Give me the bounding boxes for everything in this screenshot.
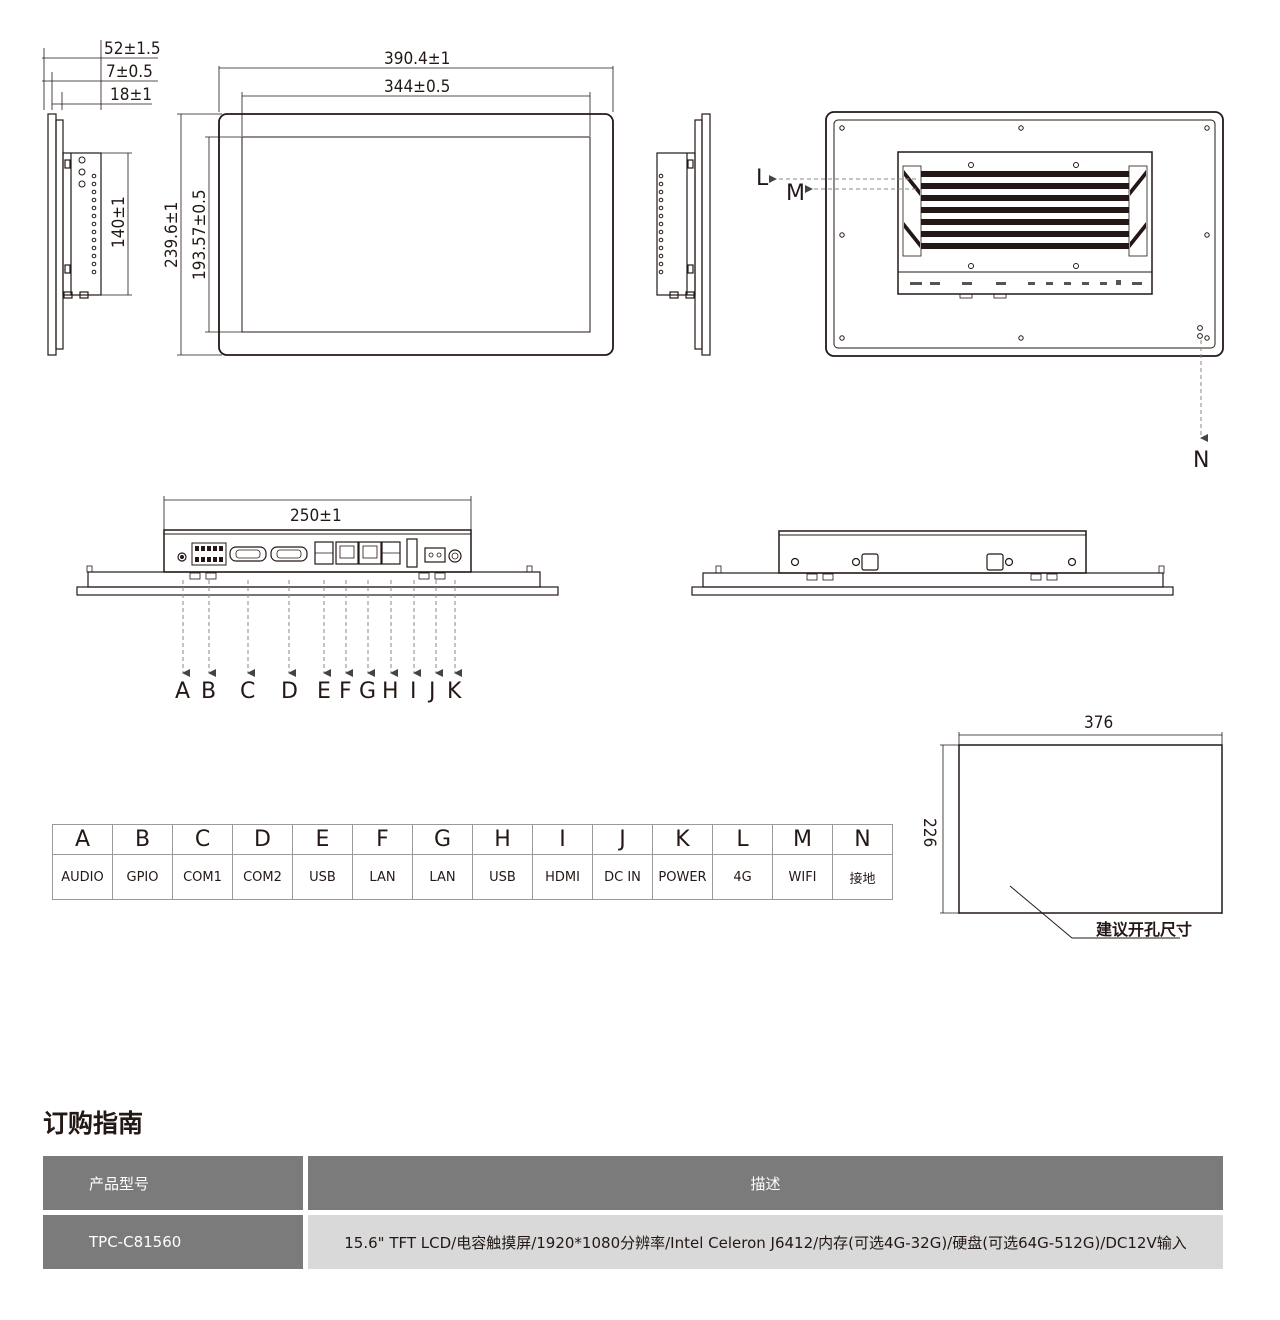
ordering-row: TPC-C81560 15.6" TFT LCD/电容触摸屏/1920*1080…: [43, 1215, 1223, 1269]
port-callout-H: H: [382, 679, 399, 704]
legend-letter: H: [472, 824, 533, 855]
port-callout-E: E: [317, 679, 331, 704]
legend-name: LAN: [412, 854, 473, 900]
legend-letter: A: [52, 824, 113, 855]
side-view-right: [656, 113, 711, 356]
port-callout-K: K: [447, 679, 462, 704]
port-callout-J: J: [427, 679, 436, 704]
header-desc: 描述: [308, 1156, 1223, 1210]
row-desc: 15.6" TFT LCD/电容触摸屏/1920*1080分辨率/Intel C…: [308, 1215, 1223, 1269]
ordering-header-row: 产品型号 描述: [43, 1156, 1223, 1210]
legend-letter: E: [292, 824, 353, 855]
ports-legend-table: A B C D E F G H I J K L M N AUDIO GPIO C…: [52, 824, 893, 900]
port-callout-I: I: [410, 679, 417, 704]
ports-names-row: AUDIO GPIO COM1 COM2 USB LAN LAN USB HDM…: [52, 854, 893, 900]
legend-name: POWER: [652, 854, 713, 900]
bottom-view-ports: [76, 496, 559, 596]
cutout-drawing: [940, 732, 1223, 939]
port-callout-A: A: [175, 679, 190, 704]
dim-front-view-height: 193.57±0.5: [190, 189, 210, 280]
legend-name: 接地: [832, 854, 893, 900]
legend-letter: G: [412, 824, 473, 855]
legend-name: LAN: [352, 854, 413, 900]
legend-letter: D: [232, 824, 293, 855]
dim-cutout-width: 376: [1084, 713, 1113, 733]
ordering-table: 产品型号 描述 TPC-C81560 15.6" TFT LCD/电容触摸屏/1…: [43, 1156, 1223, 1269]
legend-name: HDMI: [532, 854, 593, 900]
legend-name: GPIO: [112, 854, 173, 900]
callout-N: N: [1193, 448, 1209, 473]
dim-front-width: 390.4±1: [384, 49, 450, 69]
side-view-left: [42, 40, 158, 356]
legend-letter: L: [712, 824, 773, 855]
rear-callout-lines: [769, 175, 1208, 442]
dim-side-total: 52±1.5: [104, 39, 161, 59]
port-callout-G: G: [359, 679, 376, 704]
port-callout-C: C: [240, 679, 255, 704]
legend-letter: F: [352, 824, 413, 855]
ports-letters-row: A B C D E F G H I J K L M N: [52, 824, 893, 855]
rear-view: [825, 111, 1224, 357]
port-callout-D: D: [281, 679, 298, 704]
dim-bottom-width: 250±1: [290, 506, 342, 526]
legend-letter: K: [652, 824, 713, 855]
port-callout-B: B: [201, 679, 216, 704]
legend-letter: C: [172, 824, 233, 855]
legend-letter: J: [592, 824, 653, 855]
port-callout-lines: [182, 580, 462, 677]
legend-name: 4G: [712, 854, 773, 900]
header-model: 产品型号: [43, 1156, 303, 1210]
legend-letter: I: [532, 824, 593, 855]
bottom-view-right: [691, 530, 1174, 596]
dim-side-height: 140±1: [109, 196, 129, 248]
legend-letter: N: [832, 824, 893, 855]
legend-name: AUDIO: [52, 854, 113, 900]
legend-name: USB: [472, 854, 533, 900]
row-gap: [303, 1215, 308, 1269]
dim-side-body: 18±1: [110, 85, 152, 105]
callout-L: L: [756, 166, 769, 191]
port-callout-F: F: [339, 679, 352, 704]
ordering-spacer: [43, 1210, 1223, 1215]
dim-front-height: 239.6±1: [162, 202, 182, 268]
legend-name: DC IN: [592, 854, 653, 900]
legend-name: WIFI: [772, 854, 833, 900]
cutout-note: 建议开孔尺寸: [1096, 920, 1192, 939]
legend-letter: B: [112, 824, 173, 855]
dim-front-view-width: 344±0.5: [384, 77, 450, 97]
header-gap: [303, 1156, 308, 1210]
front-view: [177, 66, 614, 356]
row-model: TPC-C81560: [43, 1215, 303, 1269]
legend-name: COM1: [172, 854, 233, 900]
callout-M: M: [786, 181, 805, 206]
legend-letter: M: [772, 824, 833, 855]
ordering-title: 订购指南: [43, 1109, 144, 1138]
legend-name: COM2: [232, 854, 293, 900]
dim-side-front: 7±0.5: [106, 62, 153, 82]
legend-name: USB: [292, 854, 353, 900]
dim-cutout-height: 226: [919, 818, 939, 847]
